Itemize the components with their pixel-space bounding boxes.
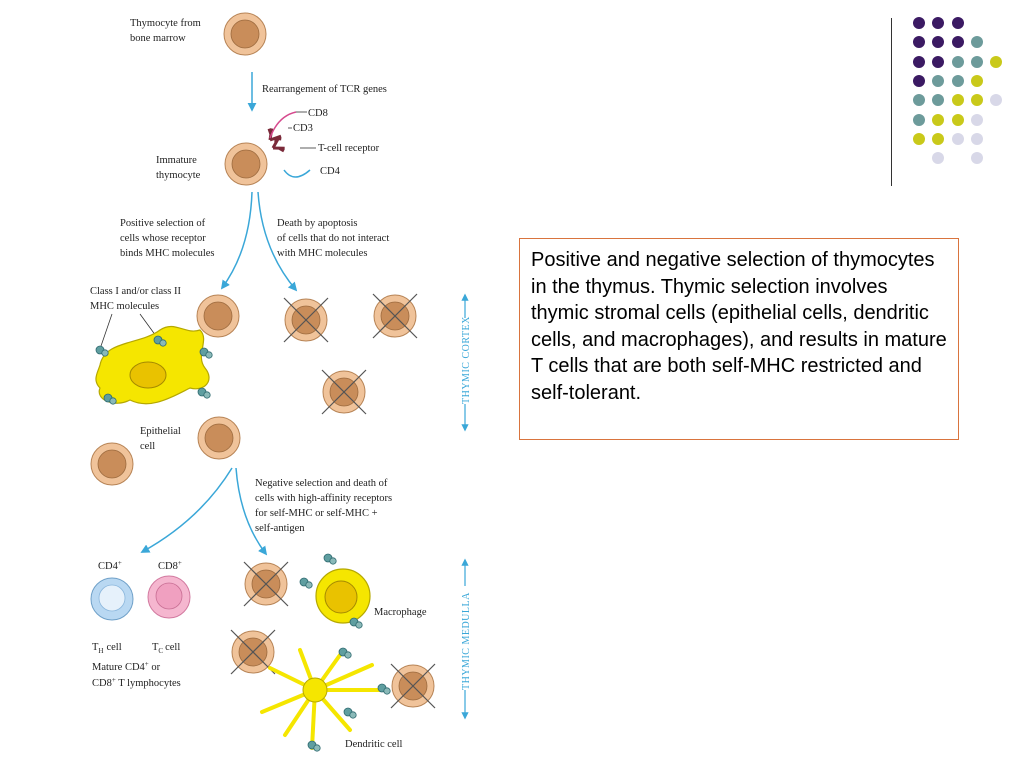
label-cd3: CD3 <box>293 123 313 134</box>
label-macrophage: Macrophage <box>374 607 427 618</box>
label-epithelial-cell: cell <box>140 441 155 452</box>
bone-marrow-thymocyte <box>223 12 267 56</box>
label-cd8-plus: CD8+ <box>158 559 182 572</box>
label-cd4-plus: CD4+ <box>98 559 122 572</box>
arrow-positive-selection <box>220 191 253 290</box>
decorative-divider <box>891 18 892 186</box>
thymic-cortex-marker: THYMIC CORTEX <box>458 293 472 432</box>
label-death-2: of cells that do not interact <box>277 233 389 244</box>
cd8-icon <box>269 111 297 139</box>
label-thymic-medulla: THYMIC MEDULLA <box>461 592 472 690</box>
label-thymocyte-from: Thymocyte from <box>130 18 201 29</box>
mhc-icon <box>323 553 337 565</box>
apoptotic-cell <box>390 663 436 709</box>
label-immature-thymocyte: thymocyte <box>156 170 201 181</box>
label-neg-sel-4: self-antigen <box>255 523 305 534</box>
immature-thymocyte <box>224 142 268 186</box>
thymic-medulla-marker: THYMIC MEDULLA <box>458 558 472 720</box>
label-dendritic-cell: Dendritic cell <box>345 739 403 750</box>
arrow-death <box>257 191 298 292</box>
label-mature-1: Mature CD4+ or <box>92 660 161 673</box>
label-pos-sel-3: binds MHC molecules <box>120 248 215 259</box>
mhc-icon <box>299 577 313 589</box>
mhc-icon <box>95 345 109 357</box>
label-rearrangement: Rearrangement of TCR genes <box>262 84 387 95</box>
thymocyte-bound <box>197 416 241 460</box>
label-mature-2: CD8+ T lymphocytes <box>92 676 181 689</box>
thymocyte-bound <box>90 442 134 486</box>
label-bone-marrow: bone marrow <box>130 33 186 44</box>
dendritic-body <box>302 677 328 703</box>
label-cd4: CD4 <box>320 166 341 177</box>
apoptotic-cell <box>321 369 367 415</box>
label-death-3: with MHC molecules <box>277 248 367 259</box>
apoptotic-cell <box>372 293 418 339</box>
label-neg-sel-1: Negative selection and death of <box>255 478 388 489</box>
label-pos-sel-1: Positive selection of <box>120 218 206 229</box>
macrophage-nucleus <box>324 580 358 614</box>
mhc-icon <box>377 683 391 695</box>
arrow-negative-selection <box>235 467 268 556</box>
apoptotic-cell <box>243 561 289 607</box>
label-thymic-cortex: THYMIC CORTEX <box>461 316 472 404</box>
thymocyte-bound <box>196 294 240 338</box>
label-neg-sel-2: cells with high-affinity receptors <box>255 493 392 504</box>
label-immature: Immature <box>156 155 197 166</box>
arrow-mature <box>140 467 233 553</box>
label-class: Class I and/or class II <box>90 286 181 297</box>
mhc-icon <box>349 617 363 629</box>
caption-text: Positive and negative selection of thymo… <box>531 249 947 404</box>
mhc-icon <box>343 707 357 719</box>
epithelial-nucleus <box>129 361 167 389</box>
cd4-icon <box>283 169 311 178</box>
label-death-1: Death by apoptosis <box>277 218 358 229</box>
caption-box: Positive and negative selection of thymo… <box>519 238 959 440</box>
label-neg-sel-3: for self-MHC or self-MHC + <box>255 508 378 519</box>
label-cd8: CD8 <box>308 108 328 119</box>
label-pos-sel-2: cells whose receptor <box>120 233 206 244</box>
label-epithelial: Epithelial <box>140 426 181 437</box>
label-mhc-molecules: MHC molecules <box>90 301 159 312</box>
label-tcr: T-cell receptor <box>318 143 380 154</box>
mhc-icon <box>307 740 321 752</box>
mhc-icon <box>197 387 211 399</box>
apoptotic-cell <box>283 297 329 343</box>
